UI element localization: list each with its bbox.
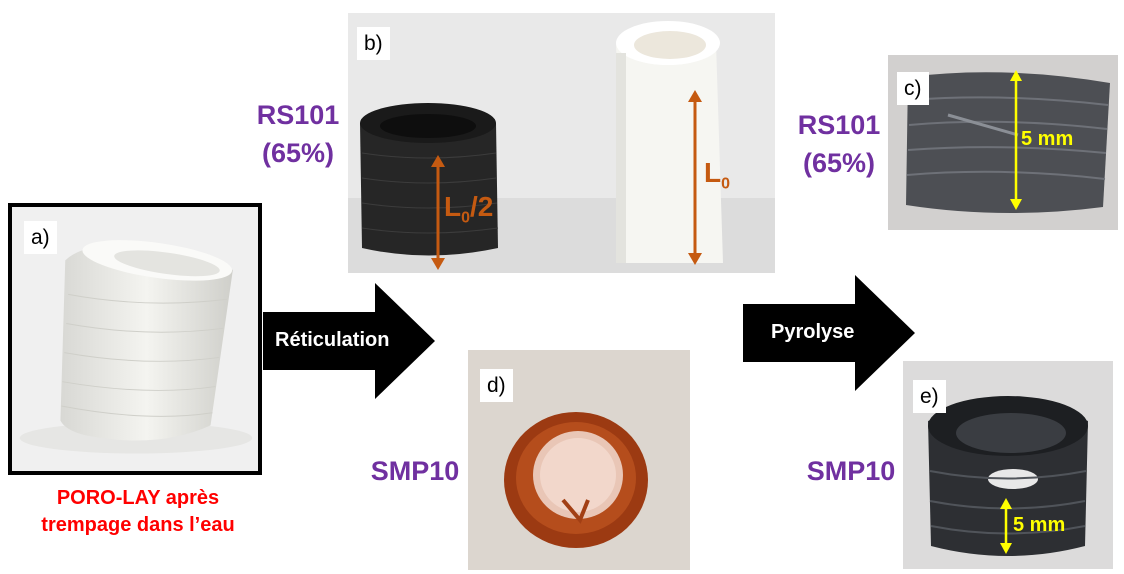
panel-tag-e: e) [913, 380, 946, 413]
arrow-label-pyrolyse: Pyrolyse [771, 321, 855, 343]
dimension-label-5mm-e: 5 mm [1013, 514, 1066, 536]
caption-line-2: trempage dans l’eau [41, 514, 235, 536]
photo-b-rs101-tubes [348, 13, 775, 273]
dimension-l-sub: 0 [461, 209, 471, 227]
caption-poro-lay: PORO-LAY après trempage dans l’eau [0, 485, 276, 539]
dimension-l-main: L [444, 191, 462, 222]
double-headed-arrow-icon [431, 155, 445, 270]
label-rs101-left: RS101 (65%) [248, 96, 348, 172]
label-rs101-right-line2: (65%) [802, 148, 876, 178]
right-arrow-icon [743, 275, 915, 391]
caption-line-1: PORO-LAY après [56, 487, 220, 509]
dimension-l-suffix: /2 [470, 191, 494, 222]
right-arrow-icon [263, 283, 435, 399]
label-rs101-right: RS101 (65%) [789, 106, 889, 182]
panel-tag-d: d) [480, 369, 513, 402]
dimension-l0-sub: 0 [721, 175, 731, 193]
double-headed-arrow-icon [1010, 70, 1022, 210]
dimension-label-l0-half: L0/2 [444, 191, 493, 228]
arrow-label-reticulation: Réticulation [275, 329, 390, 351]
double-headed-arrow-icon [1000, 498, 1012, 554]
dimension-label-l0: L0 [704, 157, 730, 194]
dimension-label-5mm-c: 5 mm [1021, 128, 1074, 150]
label-smp10-left: SMP10 [370, 456, 460, 486]
label-smp10-right: SMP10 [806, 456, 896, 486]
label-rs101-left-line1: RS101 [256, 100, 340, 130]
panel-tag-a: a) [24, 221, 57, 254]
label-rs101-right-line1: RS101 [797, 110, 881, 140]
double-headed-arrow-icon [688, 90, 702, 265]
panel-tag-b: b) [357, 27, 390, 60]
photo-c-pyrolyzed-rs101 [888, 55, 1118, 230]
panel-tag-c: c) [897, 72, 929, 105]
dimension-l0-main: L [704, 157, 722, 188]
label-rs101-left-line2: (65%) [261, 138, 335, 168]
photo-e-pyrolyzed-smp10 [903, 361, 1113, 569]
